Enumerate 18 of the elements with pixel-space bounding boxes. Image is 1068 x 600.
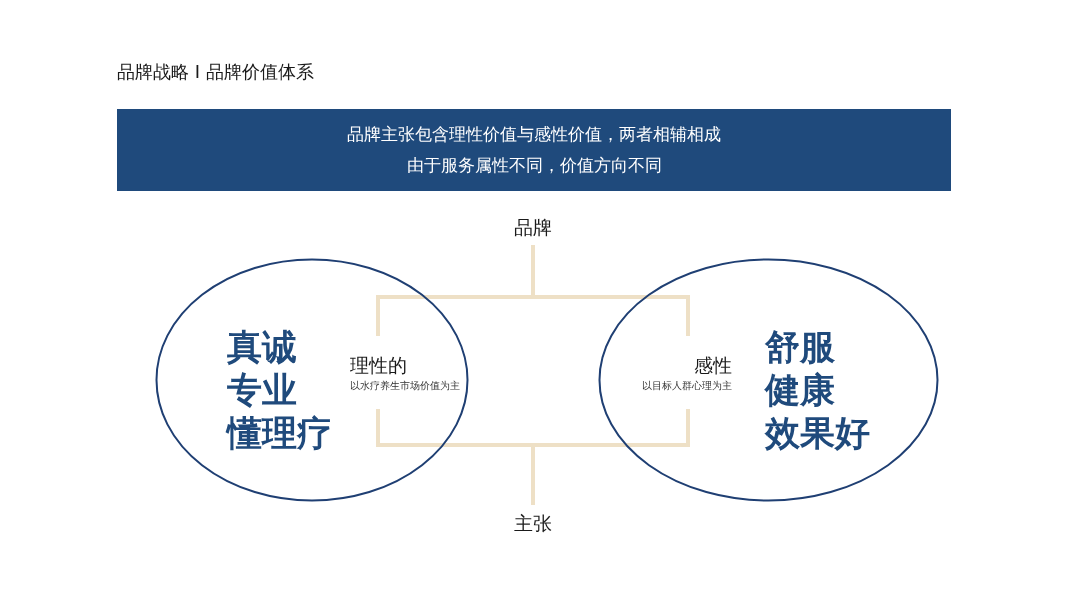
keyword-text: 专业 <box>227 369 297 411</box>
heading-text: 品牌 <box>505 212 561 242</box>
banner-text: 品牌主张包含理性价值与感性价值，两者相辅相成 <box>347 123 721 146</box>
keyword-text: 效果好 <box>765 412 870 454</box>
connector-line <box>531 409 690 505</box>
keyword-text: 健康 <box>765 369 835 411</box>
banner <box>117 109 951 191</box>
keyword-text: 真诚 <box>227 326 297 368</box>
keyword-text: 懂理疗 <box>227 412 332 454</box>
value-note: 以水疗养生市场价值为主 <box>350 379 461 393</box>
heading-text: 主张 <box>505 508 561 538</box>
keyword-text: 舒服 <box>765 326 835 368</box>
value-note: 以目标人群心理为主 <box>641 379 732 393</box>
banner-text: 由于服务属性不同，价值方向不同 <box>406 154 662 177</box>
value-heading: 理性的 <box>350 353 408 378</box>
value-heading: 感性 <box>693 353 732 378</box>
connector-line <box>531 245 690 336</box>
page-title: 品牌战略 I 品牌价值体系 <box>117 60 314 84</box>
